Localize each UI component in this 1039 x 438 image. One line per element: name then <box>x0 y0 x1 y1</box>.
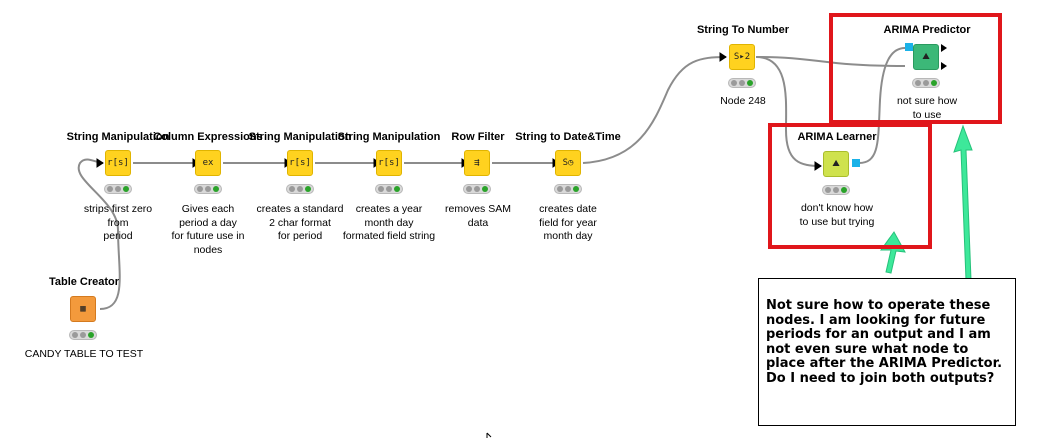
desc-line: not sure how <box>896 95 958 107</box>
node-string-to-datetime[interactable]: S◷ <box>555 150 581 176</box>
node-status-traffic-light <box>69 330 97 340</box>
desc-line: to use <box>912 108 942 121</box>
connection-stringtonumber-to-predictor <box>755 56 906 67</box>
node-description: strips first zero from period <box>84 203 152 244</box>
node-description: creates a year month day formated field … <box>343 203 435 244</box>
desc-line: data <box>467 216 489 229</box>
node-description: Gives each period a day for future use i… <box>172 203 245 257</box>
model-input-port[interactable] <box>905 43 913 51</box>
node-title: Table Creator <box>48 276 120 288</box>
desc-line: 2 char format <box>269 216 331 229</box>
node-string-manipulation[interactable]: r[s] <box>287 150 313 176</box>
cursor-mark <box>486 432 492 438</box>
model-output-port[interactable] <box>852 159 860 167</box>
node-status-traffic-light <box>194 184 222 194</box>
node-title: String Manipulation <box>66 131 170 143</box>
node-description: Node 248 <box>720 95 766 109</box>
desc-line: creates a standard <box>256 203 344 215</box>
annotation-arrows <box>880 124 973 281</box>
node-arima-learner[interactable]: ⛰ <box>823 151 849 177</box>
desc-line: strips first zero <box>83 203 153 215</box>
desc-line: Node 248 <box>720 95 766 107</box>
node-row-filter[interactable]: ⇶ <box>464 150 490 176</box>
node-description: removes SAM data <box>445 203 511 230</box>
connection-stringtodate-to-stringtonumber <box>582 56 727 164</box>
desc-line: for future use in <box>171 230 245 242</box>
node-string-to-number[interactable]: S▸2 <box>729 44 755 70</box>
highlight-box-predictor <box>829 13 1002 124</box>
node-arima-predictor[interactable]: ⛰ <box>913 44 939 70</box>
string-to-number-icon: S▸2 <box>733 52 751 62</box>
desc-line: don't know how <box>800 202 874 214</box>
desc-line: month day <box>364 216 414 229</box>
node-title: String To Number <box>696 24 790 36</box>
arrow-to-predictor <box>953 124 973 281</box>
node-status-traffic-light <box>286 184 314 194</box>
node-description: not sure how to use <box>897 95 957 122</box>
desc-line: field for year <box>539 216 597 229</box>
desc-line: creates date <box>539 203 597 215</box>
clock-icon: S◷ <box>562 158 574 168</box>
node-description: CANDY TABLE TO TEST <box>25 348 143 362</box>
node-title: ARIMA Predictor <box>883 24 971 36</box>
output-port[interactable] <box>941 44 947 52</box>
node-string-manipulation[interactable]: r[s] <box>105 150 131 176</box>
node-status-traffic-light <box>554 184 582 194</box>
desc-line: Gives each <box>181 203 235 215</box>
node-title: Row Filter <box>451 131 505 143</box>
string-manipulation-icon: r[s] <box>289 158 311 168</box>
desc-line: month day <box>543 230 593 242</box>
desc-line: period a day <box>179 216 237 229</box>
string-manipulation-icon: r[s] <box>107 158 129 168</box>
connection-learner-to-predictor <box>858 47 906 164</box>
node-status-traffic-light <box>463 184 491 194</box>
node-status-traffic-light <box>104 184 132 194</box>
line-chart-icon: ⛰ <box>832 159 840 169</box>
column-expressions-icon: ex <box>202 158 214 168</box>
node-string-manipulation[interactable]: r[s] <box>376 150 402 176</box>
desc-line: from <box>107 216 129 229</box>
node-description: don't know how to use but trying <box>800 202 875 229</box>
desc-line: to use but trying <box>799 215 875 228</box>
node-description: creates a standard 2 char format for per… <box>257 203 344 244</box>
node-title: String to Date&Time <box>515 131 621 143</box>
annotation-note: Not sure how to operate these nodes. I a… <box>758 278 1016 426</box>
desc-line: removes SAM <box>445 203 511 215</box>
desc-line: creates a year <box>355 203 423 215</box>
desc-line: formated field string <box>342 230 436 242</box>
node-table-creator[interactable]: ▦ <box>70 296 96 322</box>
connection-stringtonumber-to-learner <box>755 56 822 167</box>
desc-line: nodes <box>193 243 223 256</box>
node-title: Column Expressions <box>153 131 263 143</box>
desc-line: CANDY TABLE TO TEST <box>24 348 144 360</box>
node-title: String Manipulation <box>337 131 441 143</box>
node-status-traffic-light <box>375 184 403 194</box>
desc-line: for period <box>277 230 323 242</box>
node-description: creates date field for year month day <box>539 203 597 244</box>
string-manipulation-icon: r[s] <box>378 158 400 168</box>
arrow-to-learner <box>880 231 906 274</box>
highlight-box-learner <box>768 123 932 249</box>
desc-line: period <box>103 230 133 242</box>
row-filter-icon: ⇶ <box>474 158 480 168</box>
table-icon: ▦ <box>80 304 86 314</box>
node-status-traffic-light <box>822 185 850 195</box>
node-title: String Manipulation <box>248 131 352 143</box>
line-chart-icon: ⛰ <box>922 52 930 62</box>
connection-table-to-stringmanip <box>77 158 121 310</box>
node-column-expressions[interactable]: ex <box>195 150 221 176</box>
node-status-traffic-light <box>912 78 940 88</box>
node-title: ARIMA Learner <box>797 131 877 143</box>
node-status-traffic-light <box>728 78 756 88</box>
output-port[interactable] <box>941 62 947 70</box>
